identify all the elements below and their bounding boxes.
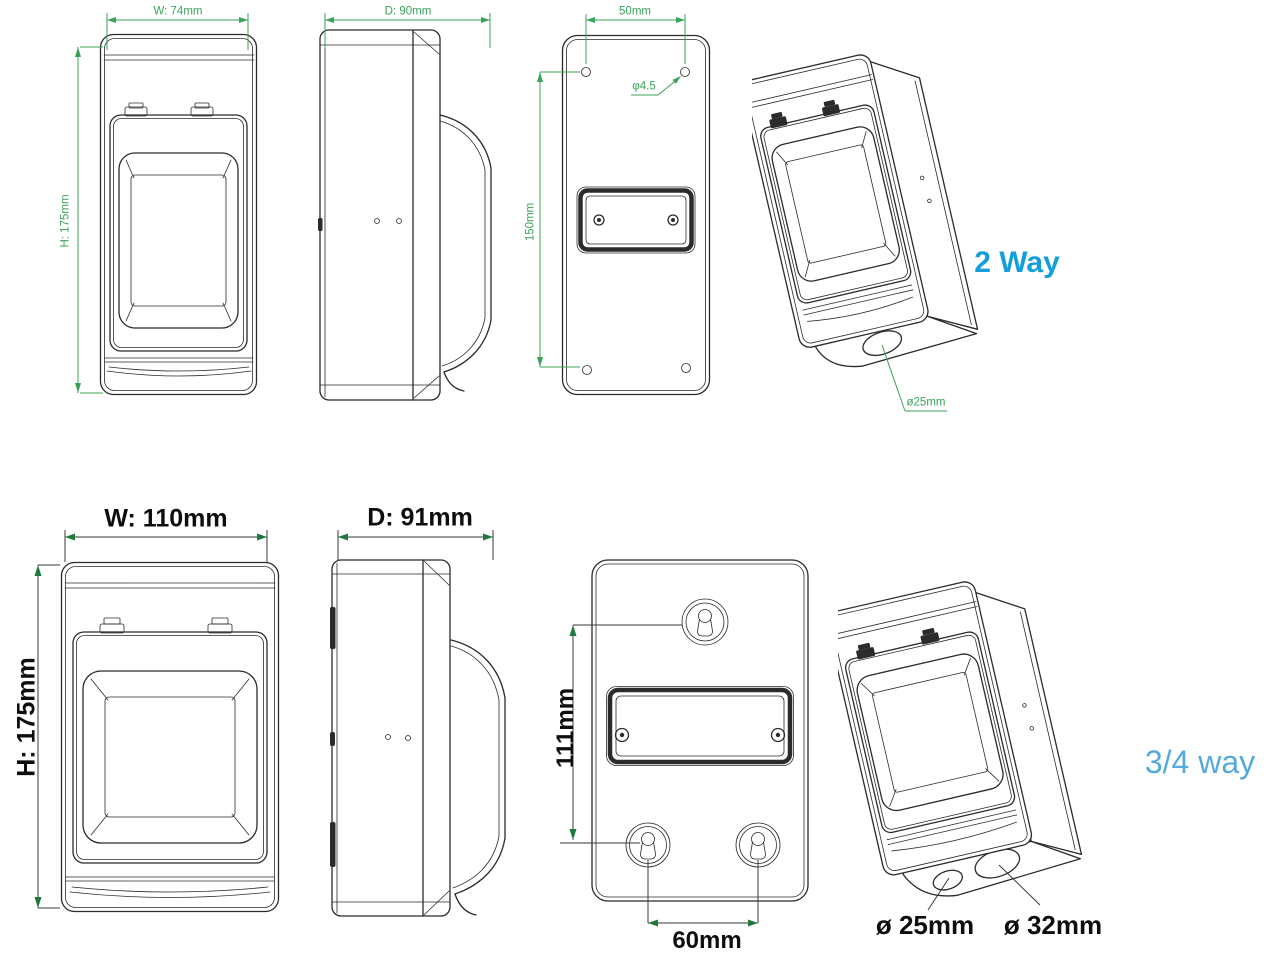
two-way-front-view-drawing: [99, 33, 258, 396]
two-way-product-label: 2 Way: [974, 246, 1060, 279]
two-way-hole-diameter-label: φ4.5: [632, 80, 656, 93]
three-four-way-depth-dim-label: D: 91mm: [367, 503, 473, 532]
three-four-way-width-dim-label: W: 110mm: [104, 504, 228, 533]
two-way-side-view-drawing: [318, 29, 492, 401]
three-four-way-front-view-drawing: [60, 561, 280, 913]
two-way-rear-view-drawing: [561, 34, 711, 396]
three-four-way-product-label: 3/4 way: [1144, 744, 1256, 780]
three-four-way-height-dim-label: H: 175mm: [12, 657, 41, 777]
two-way-perspective-view-drawing: [752, 54, 979, 368]
two-way-height-dim-label: H: 175mm: [59, 194, 72, 248]
three-four-way-keyhole-spacing-dim-label: 60mm: [672, 927, 742, 954]
three-four-way-rear-view-drawing: [591, 559, 809, 902]
three-four-way-knockout-large-label: ø 32mm: [1003, 910, 1103, 940]
two-way-knockout-dim-label: ø25mm: [906, 396, 946, 409]
three-four-way-knockout-small-label: ø 25mm: [875, 910, 975, 940]
two-way-width-dim-label: W: 74mm: [153, 5, 203, 18]
three-four-way-mount-height-dim-label: 111mm: [552, 687, 579, 769]
two-way-mount-height-dim-label: 150mm: [524, 202, 537, 242]
two-way-hole-spacing-dim-label: 50mm: [619, 5, 651, 18]
three-four-way-side-view-drawing: [330, 559, 506, 917]
three-four-way-perspective-view-drawing: [838, 581, 1083, 897]
two-way-depth-dim-label: D: 90mm: [384, 5, 432, 18]
